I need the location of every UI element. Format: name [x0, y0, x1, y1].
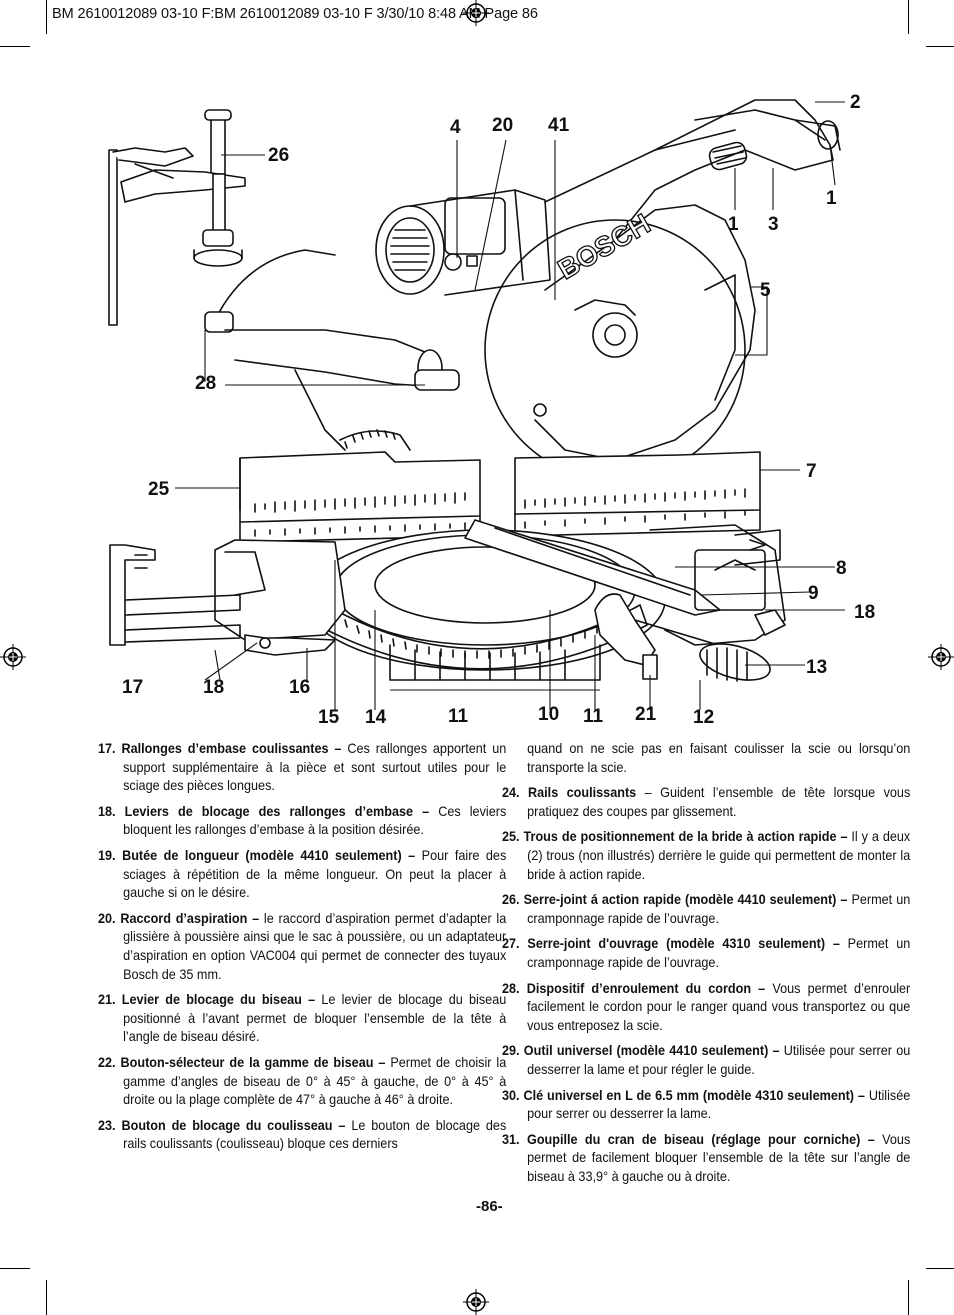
callout-8: 8: [836, 558, 847, 579]
list-item: 25. Trous de positionnement de la bride …: [502, 829, 911, 882]
page-number: -86-: [476, 1198, 503, 1215]
callout-25: 25: [148, 479, 170, 500]
callout-1: 1: [728, 214, 739, 235]
list-item: 23. Bouton de blocage du coulisseau – Le…: [98, 1117, 507, 1152]
list-item: 17. Rallonges d’embase coulissantes – Ce…: [98, 741, 507, 794]
list-item-continuation: quand on ne scie pas en faisant coulisse…: [527, 741, 911, 775]
list-item: 21. Levier de blocage du biseau – Le lev…: [98, 992, 507, 1045]
callout-28: 28: [195, 373, 217, 394]
callout-16: 16: [289, 677, 311, 698]
list-item: 18. Leviers de blocage des rallonges d’e…: [98, 803, 507, 838]
list-item: 27. Serre-joint d'ouvrage (modèle 4310 s…: [502, 936, 911, 970]
list-item: 28. Dispositif d’enroulement du cordon –…: [502, 980, 911, 1033]
registration-mark-icon: [0, 644, 26, 670]
slug-line: BM 2610012089 03-10 F:BM 2610012089 03-1…: [52, 6, 538, 22]
crop-mark: [926, 1268, 954, 1269]
crop-mark: [46, 1280, 47, 1315]
callout-3: 3: [768, 214, 779, 235]
crop-mark: [0, 1268, 30, 1269]
right-text-column: quand on ne scie pas en faisant coulisse…: [502, 740, 910, 1193]
callout-41: 41: [548, 115, 570, 136]
list-item: 26. Serre-joint á action rapide (modèle …: [502, 892, 911, 926]
list-item: 30. Clé universel en L de 6.5 mm (modèle…: [502, 1087, 911, 1122]
list-item: 31. Goupille du cran de biseau (réglage …: [502, 1131, 911, 1184]
callout-26: 26: [268, 145, 290, 166]
quick-clamp-drawing: [108, 109, 246, 326]
callout-21: 21: [635, 704, 657, 725]
cord-wrap-drawing: [204, 249, 547, 451]
callout-13: 13: [806, 657, 828, 678]
crop-mark: [908, 1280, 909, 1315]
registration-mark-icon: [463, 0, 489, 26]
list-item: 20. Raccord d’aspiration – le raccord d’…: [98, 910, 507, 982]
callout-17: 17: [122, 677, 144, 698]
turntable-drawing: [109, 519, 786, 682]
callout-11: 11: [583, 706, 604, 727]
crop-mark: [908, 0, 909, 34]
list-item: 19. Butée de longueur (modèle 4410 seule…: [98, 847, 507, 901]
motor-drawing: [375, 189, 551, 296]
callout-4: 4: [450, 117, 461, 138]
callout-9: 9: [808, 583, 819, 604]
list-item: 29. Outil universel (modèle 4410 seuleme…: [502, 1043, 911, 1077]
fence-drawing: [239, 451, 761, 543]
crop-mark: [46, 0, 47, 34]
bevel-scale-drawing: [339, 429, 411, 451]
registration-mark-icon: [463, 1289, 489, 1315]
callout-14: 14: [365, 707, 387, 728]
left-text-column: 17. Rallonges d’embase coulissantes – Ce…: [98, 740, 506, 1161]
registration-mark-icon: [928, 644, 954, 670]
miter-saw-illustration: BOSCH: [108, 99, 845, 710]
list-item: 24. Rails coulissants – Guident l’ensemb…: [502, 785, 911, 819]
callout-5: 5: [760, 280, 771, 301]
upper-arm-drawing: [544, 99, 841, 241]
callout-20: 20: [492, 115, 514, 136]
callout-7: 7: [806, 461, 817, 482]
callout-11: 11: [448, 706, 469, 727]
callout-12: 12: [693, 707, 715, 728]
callout-15: 15: [318, 707, 340, 728]
callout-18: 18: [203, 677, 225, 698]
brand-on-blade: BOSCH: [553, 208, 656, 285]
crop-mark: [926, 46, 954, 47]
callout-2: 2: [850, 92, 861, 113]
callout-10: 10: [538, 704, 560, 725]
crop-mark: [0, 46, 30, 47]
callout-18: 18: [854, 602, 876, 623]
list-item: 22. Bouton-sélecteur de la gamme de bise…: [98, 1054, 507, 1108]
callout-1: 1: [826, 188, 837, 209]
